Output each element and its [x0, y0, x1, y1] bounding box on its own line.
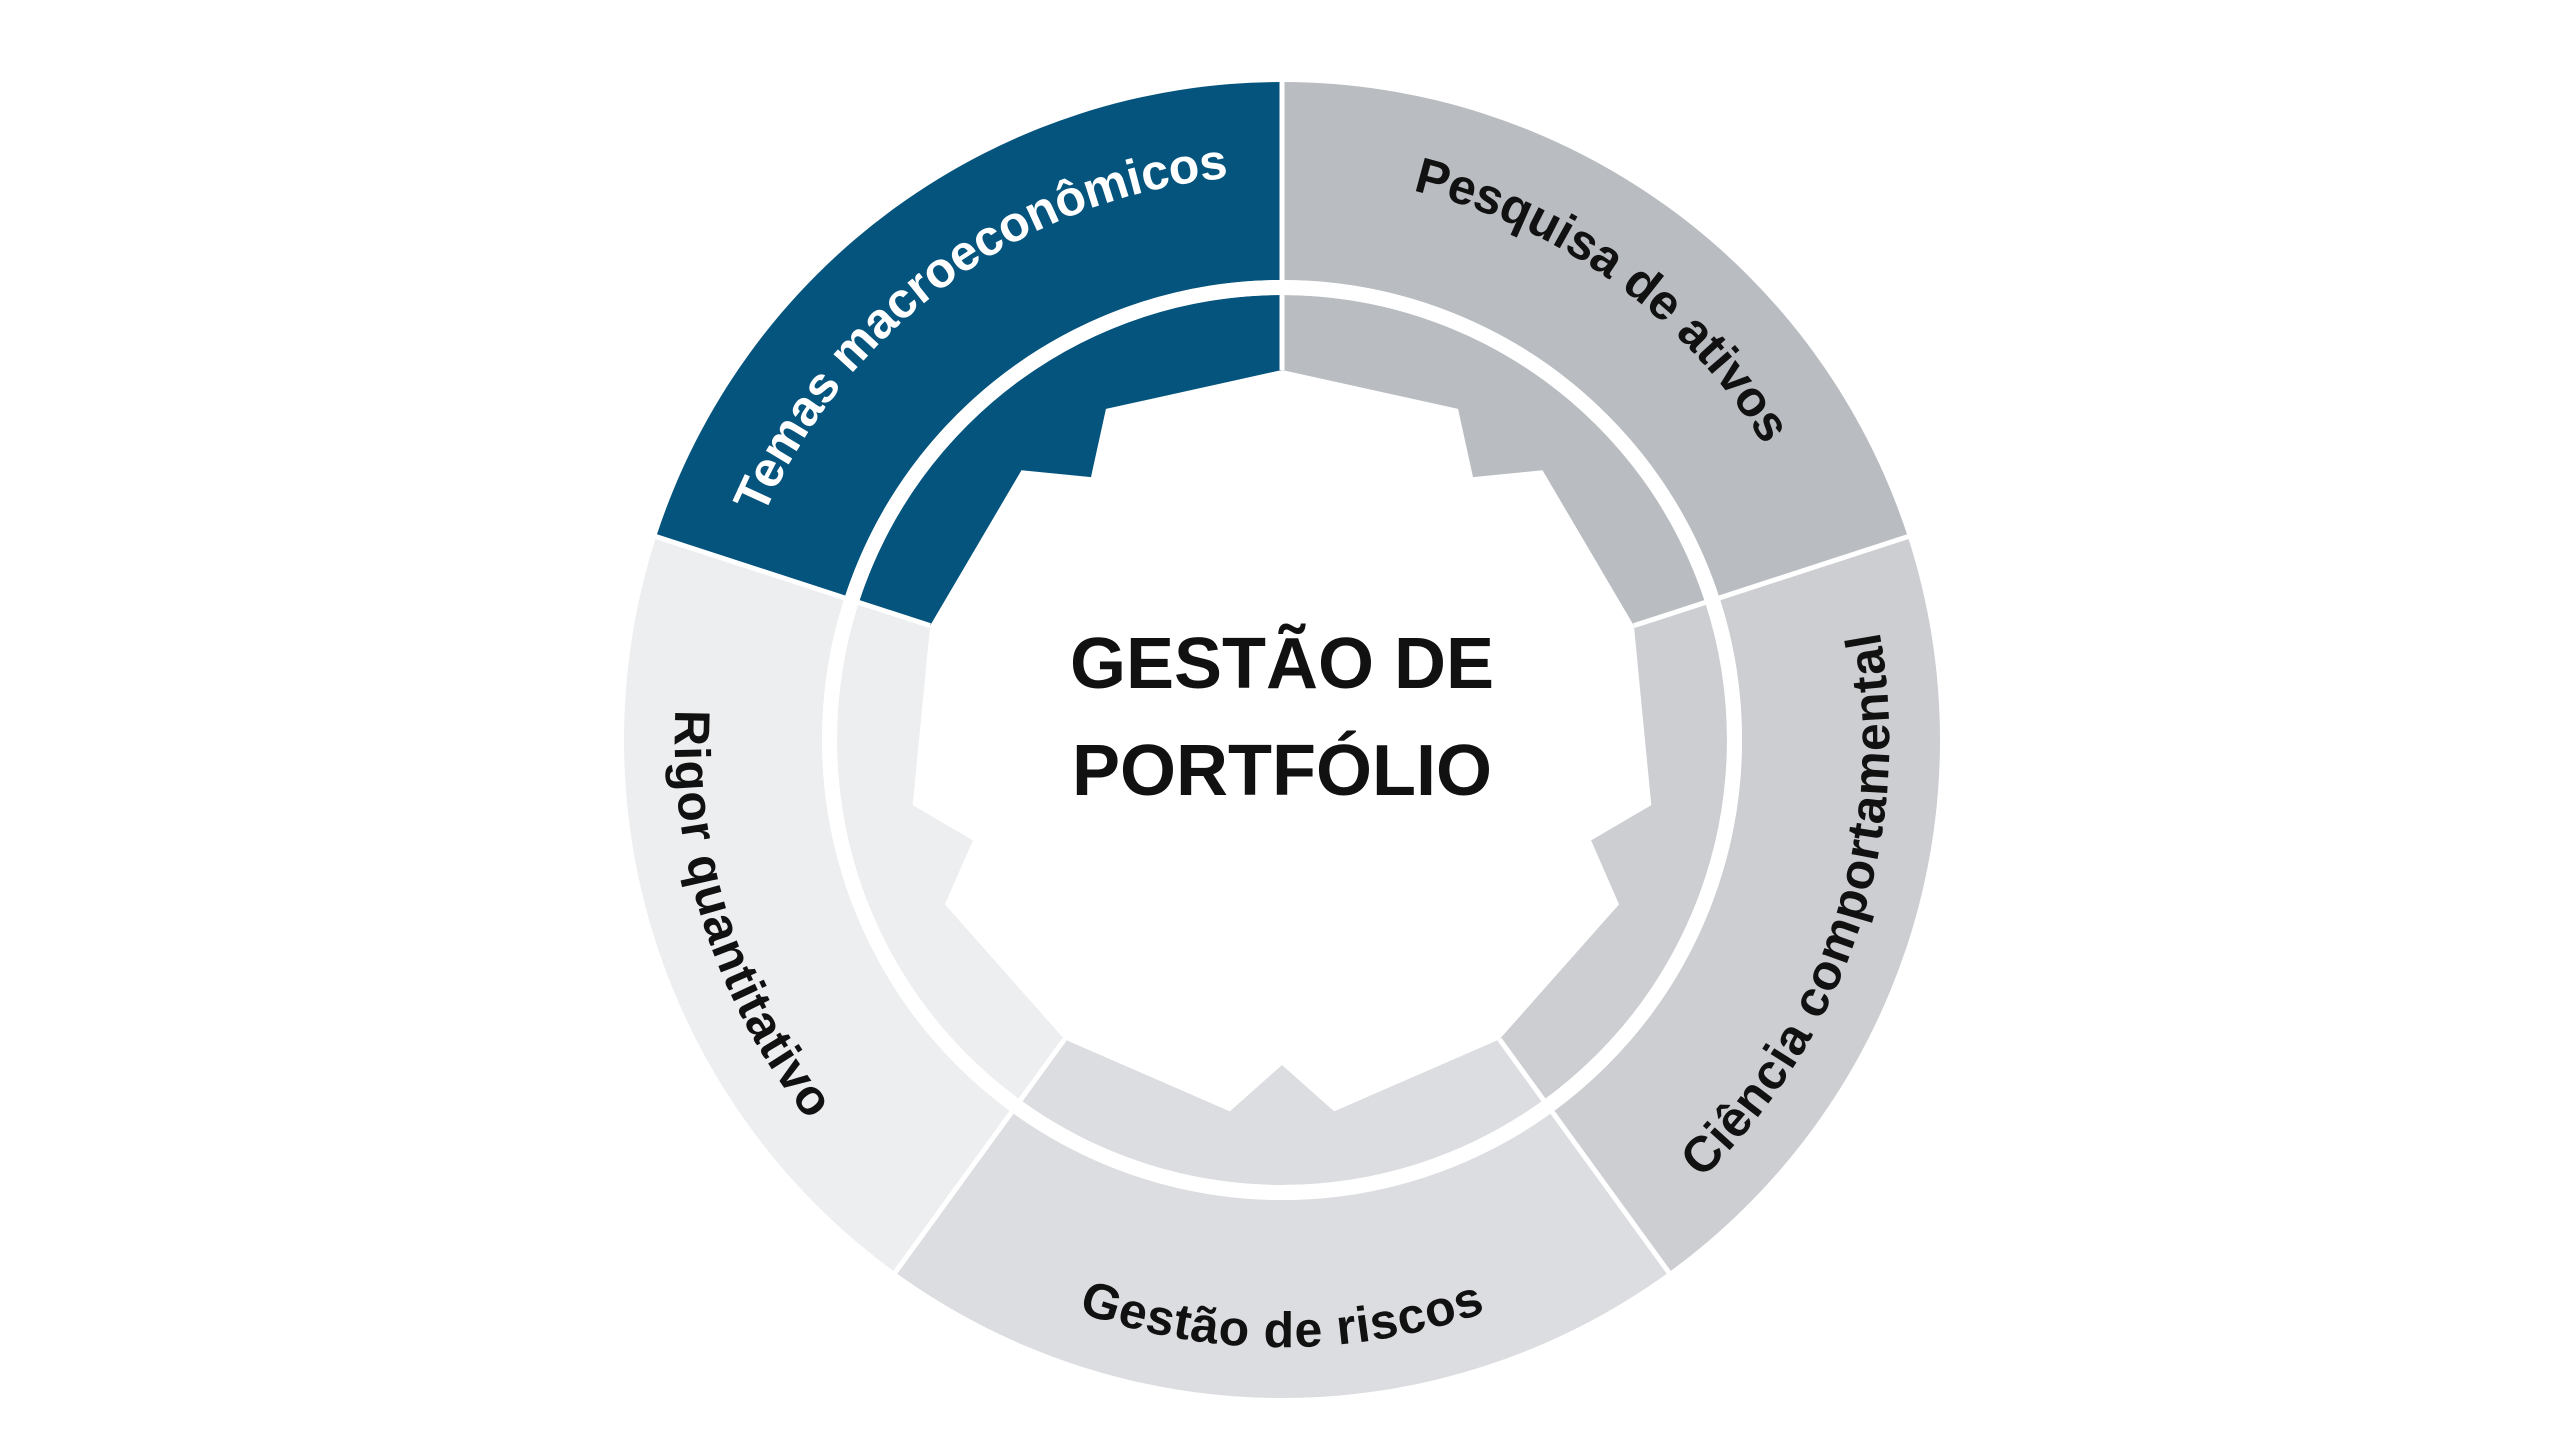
inner-separator-line	[1497, 1037, 1547, 1104]
outer-segment-rigor-quantitativo	[624, 536, 1012, 1273]
inner-segment-temas-macroeconomicos	[858, 295, 1282, 626]
inner-separator-line	[856, 599, 931, 629]
outer-separator-line	[1549, 1109, 1672, 1276]
outer-separator-line	[653, 533, 848, 601]
ring-separators	[653, 80, 1911, 1276]
outer-separator-line	[892, 1109, 1015, 1276]
outer-segment-ciencia-comportamental	[1552, 536, 1940, 1273]
outer-ring	[624, 82, 1940, 1398]
inner-separator-line	[1017, 1037, 1067, 1104]
inner-segment-ciencia-comportamental	[1499, 602, 1727, 1101]
outer-segment-pesquisa-de-ativos	[1282, 82, 1908, 598]
center-title-line-2: PORTFÓLIO	[1072, 730, 1492, 811]
outer-separator-line	[1716, 533, 1911, 601]
outer-segment-gestao-de-riscos	[895, 1112, 1669, 1398]
inner-segment-rigor-quantitativo	[837, 602, 1065, 1101]
center-title-line-1: GESTÃO DE	[1070, 623, 1494, 704]
inner-segment-gestao-de-riscos	[1020, 1039, 1544, 1185]
inner-segment-pesquisa-de-ativos	[1282, 295, 1706, 626]
inner-ring	[837, 295, 1727, 1185]
outer-segment-temas-macroeconomicos	[656, 82, 1282, 598]
inner-separator-line	[1633, 599, 1708, 629]
center-title: GESTÃO DE PORTFÓLIO	[1070, 623, 1494, 811]
ring-gap	[822, 280, 1742, 1200]
